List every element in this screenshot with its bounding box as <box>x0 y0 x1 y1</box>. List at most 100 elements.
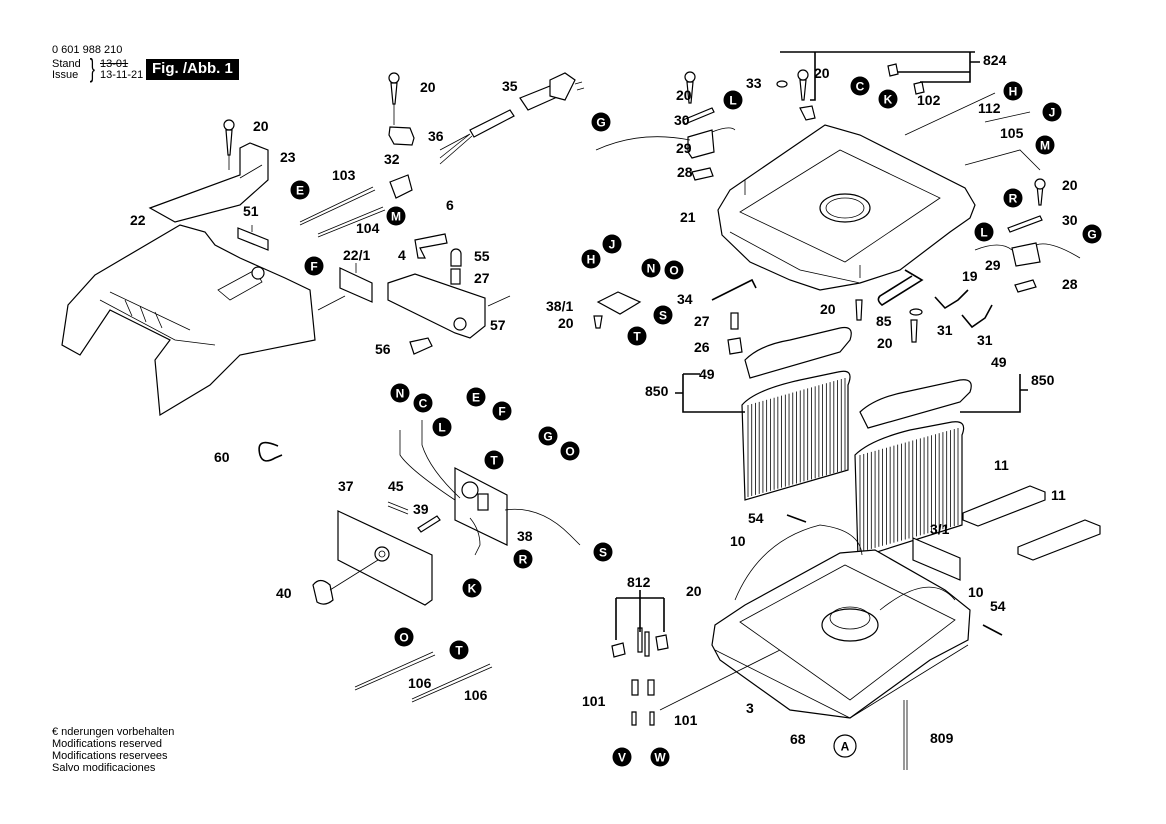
connection-marker-m2: M <box>1035 135 1055 155</box>
connection-marker-r1: R <box>1003 188 1023 208</box>
marker-circle <box>394 627 414 647</box>
callout-c34: 34 <box>677 291 693 307</box>
pin-part-54 <box>786 514 807 523</box>
marker-letter: L <box>980 226 987 240</box>
callout-c22-1: 22/1 <box>343 247 370 263</box>
connection-marker-g2: G <box>1082 224 1102 244</box>
callout-c103: 103 <box>332 167 356 183</box>
marker-circle <box>413 393 433 413</box>
marker-letter: K <box>468 582 477 596</box>
marker-circle <box>850 76 870 96</box>
callout-c20e: 20 <box>1062 177 1078 193</box>
marker-letter: O <box>399 631 408 645</box>
marker-letter: G <box>596 116 605 130</box>
connection-marker-c1: C <box>850 76 870 96</box>
marker-letter: L <box>729 94 736 108</box>
marker-letter: E <box>296 184 304 198</box>
callout-c36: 36 <box>428 128 444 144</box>
connection-marker-l1: L <box>723 90 743 110</box>
connection-marker-f1: F <box>304 256 324 276</box>
callout-c27a: 27 <box>474 270 490 286</box>
marker-letter: A <box>841 740 850 754</box>
brush-part-26 <box>727 337 743 355</box>
wire-part <box>421 420 461 499</box>
marker-letter: J <box>609 238 616 252</box>
callout-c28a: 28 <box>677 164 693 180</box>
issue-date: 13-11-21 <box>100 69 144 81</box>
marker-letter: T <box>455 644 463 658</box>
callout-c29a: 29 <box>676 140 692 156</box>
power-cable-part-35 <box>439 72 585 165</box>
marker-letter: R <box>1009 192 1018 206</box>
spring-part-27 <box>450 268 461 285</box>
clip-part-31 <box>961 304 993 329</box>
callout-c39: 39 <box>413 501 429 517</box>
stand-date: 13-01 <box>100 58 129 70</box>
marker-letter: H <box>1009 85 1018 99</box>
callout-c22: 22 <box>130 212 146 228</box>
label-part-22-1 <box>339 267 373 303</box>
marker-circle <box>462 578 482 598</box>
marker-circle <box>653 305 673 325</box>
footer-line-fr: Modifications reservees <box>52 750 168 762</box>
callout-c54a: 54 <box>748 510 764 526</box>
callout-c55: 55 <box>474 248 490 264</box>
callout-c40: 40 <box>276 585 292 601</box>
callout-c26: 26 <box>694 339 710 355</box>
marker-letter: G <box>543 430 552 444</box>
callout-c20c: 20 <box>676 87 692 103</box>
callout-c23: 23 <box>280 149 296 165</box>
marker-circle <box>974 222 994 242</box>
callout-c27b: 27 <box>694 313 710 329</box>
part-55 <box>450 248 462 267</box>
pin-part-54 <box>982 624 1003 636</box>
callout-c31b: 31 <box>977 332 993 348</box>
connection-marker-c2: C <box>413 393 433 413</box>
cable-part-104 <box>317 206 386 238</box>
foam-strip-part-11 <box>962 485 1046 527</box>
screw-head <box>797 69 809 81</box>
connection-marker-g3: G <box>538 426 558 446</box>
callout-c51: 51 <box>243 203 259 219</box>
marker-circle <box>560 441 580 461</box>
screw-part <box>223 119 235 170</box>
marker-letter: O <box>565 445 574 459</box>
marker-circle <box>612 747 632 767</box>
clip-part-31 <box>934 289 969 310</box>
plate-part-28 <box>691 167 714 181</box>
connection-marker-e1: E <box>290 180 310 200</box>
marker-letter: F <box>498 405 505 419</box>
connection-marker-j2: J <box>602 234 622 254</box>
key-part-19 <box>877 269 924 306</box>
marker-circle <box>593 542 613 562</box>
connection-marker-g1: G <box>591 112 611 132</box>
wire-part <box>595 127 736 151</box>
footer-line-es: Salvo modificaciones <box>52 762 156 774</box>
callout-c104: 104 <box>356 220 380 236</box>
connection-marker-j1: J <box>1042 102 1062 122</box>
marker-letter: S <box>659 309 667 323</box>
callout-c19: 19 <box>962 268 978 284</box>
connection-marker-l2: L <box>974 222 994 242</box>
label-part-51 <box>237 227 269 251</box>
part-45 <box>387 501 409 511</box>
callout-c21: 21 <box>680 209 696 225</box>
connector-part-101 <box>631 711 637 726</box>
part-812 <box>655 634 669 651</box>
housing-part-21 <box>717 124 976 291</box>
callout-c20g: 20 <box>877 335 893 351</box>
callout-c20h: 20 <box>558 315 574 331</box>
callout-c54b: 54 <box>990 598 1006 614</box>
marker-letter: C <box>856 80 865 94</box>
marker-letter: S <box>599 546 607 560</box>
callout-c68: 68 <box>790 731 806 747</box>
cable-part-105 <box>964 149 1041 171</box>
callout-c11a: 11 <box>994 457 1009 473</box>
marker-circle <box>650 747 670 767</box>
footer-line-en: Modifications reserved <box>52 738 163 750</box>
callout-c105: 105 <box>1000 125 1024 141</box>
callout-c850b: 850 <box>1031 372 1055 388</box>
connection-marker-l3: L <box>432 417 452 437</box>
